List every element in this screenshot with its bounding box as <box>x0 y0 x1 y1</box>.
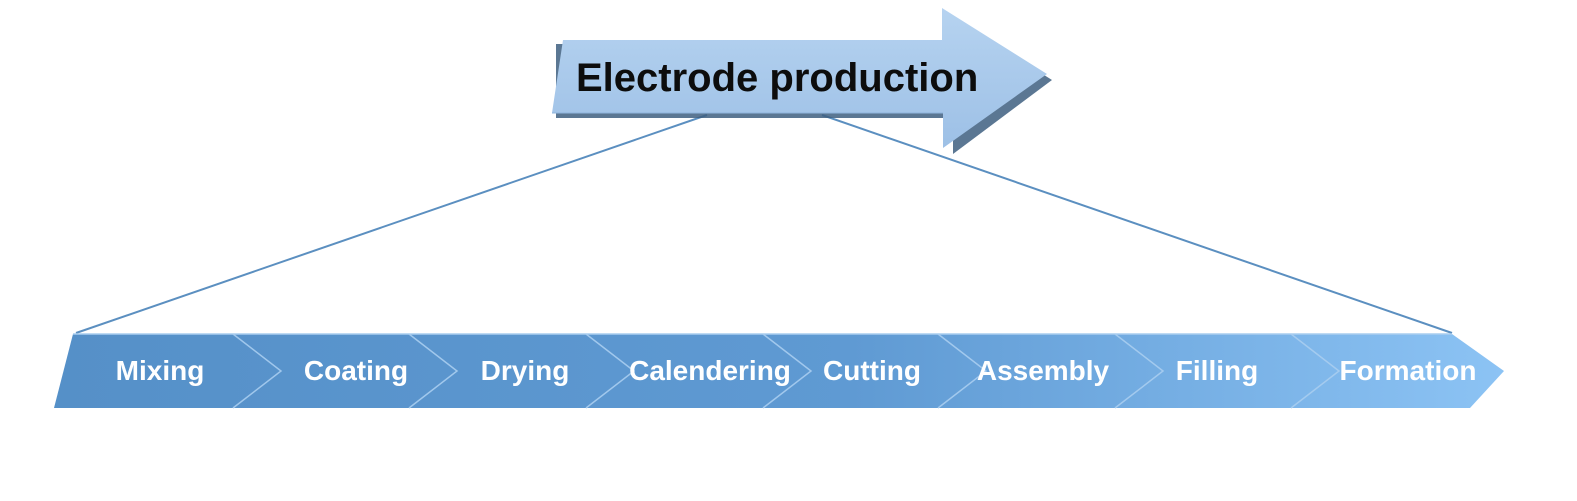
step-label-drying: Drying <box>481 355 570 386</box>
step-divider <box>232 333 283 409</box>
step-dividers <box>232 333 1341 409</box>
step-divider <box>1290 333 1341 409</box>
connector-line-right <box>821 114 1453 334</box>
step-label-filling: Filling <box>1176 355 1258 386</box>
step-label-coating: Coating <box>304 355 408 386</box>
process-steps: Mixing Coating Drying Calendering Cutting Ass… <box>116 355 1477 386</box>
title-text: Electrode production <box>576 56 978 100</box>
step-label-formation: Formation <box>1340 355 1477 386</box>
step-label-calendering: Calendering <box>629 355 791 386</box>
step-divider <box>408 333 459 409</box>
step-divider <box>585 333 636 409</box>
process-band <box>54 333 1504 408</box>
step-divider <box>937 333 988 409</box>
step-divider <box>1114 333 1165 409</box>
step-label-mixing: Mixing <box>116 355 205 386</box>
step-label-cutting: Cutting <box>823 355 921 386</box>
connector-line-left <box>75 114 708 334</box>
step-label-assembly: Assembly <box>977 355 1110 386</box>
title-arrow <box>552 8 1052 154</box>
step-divider <box>762 333 813 409</box>
